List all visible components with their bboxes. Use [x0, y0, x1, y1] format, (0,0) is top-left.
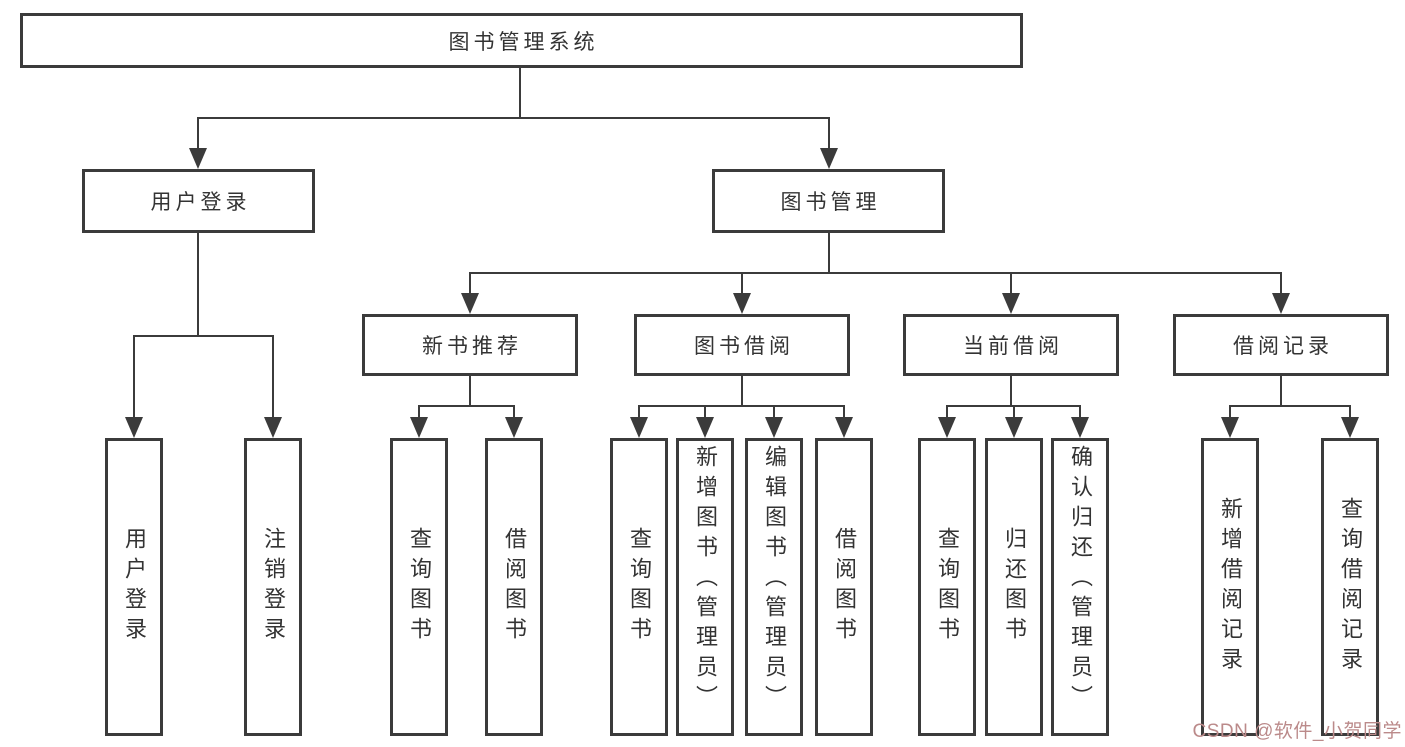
- connector-drop: [418, 405, 420, 419]
- leaf-query-book-recommend: 查询图书: [390, 438, 448, 736]
- leaf-borrow-book: 借阅图书: [815, 438, 873, 736]
- connector-root-stub: [519, 68, 521, 118]
- arrowhead-down-icon: [505, 417, 523, 438]
- arrowhead-down-icon: [630, 417, 648, 438]
- connector-userlogin-bar: [133, 335, 274, 337]
- connector-drop: [1013, 405, 1015, 419]
- node-book-management: 图书管理: [712, 169, 945, 233]
- arrowhead-down-icon: [264, 417, 282, 438]
- node-library-management-system: 图书管理系统: [20, 13, 1023, 68]
- leaf-user-login: 用户登录: [105, 438, 163, 736]
- leaf-label: 借阅图书: [502, 527, 527, 647]
- connector-drop: [133, 335, 135, 420]
- connector-drop: [638, 405, 640, 419]
- leaf-edit-book-admin: 编辑图书（管理员）: [745, 438, 803, 736]
- leaf-add-borrow-record: 新增借阅记录: [1201, 438, 1259, 736]
- arrowhead-down-icon: [1272, 293, 1290, 314]
- connector-drop: [272, 335, 274, 420]
- node-label: 图书管理系统: [448, 30, 599, 54]
- arrowhead-down-icon: [461, 293, 479, 314]
- connector-stub: [1280, 376, 1282, 407]
- arrowhead-down-icon: [189, 148, 207, 169]
- connector-stub: [741, 376, 743, 407]
- leaf-label: 确认归还（管理员）: [1068, 445, 1093, 715]
- connector-drop: [773, 405, 775, 419]
- leaf-label: 用户登录: [122, 527, 147, 647]
- connector-drop: [1010, 272, 1012, 295]
- connector-bar: [1229, 405, 1351, 407]
- leaf-label: 借阅图书: [832, 527, 857, 647]
- node-label: 用户登录: [150, 191, 251, 214]
- leaf-label: 查询图书: [627, 527, 652, 647]
- arrowhead-down-icon: [820, 148, 838, 169]
- leaf-label: 归还图书: [1002, 527, 1027, 647]
- leaf-query-book-borrow: 查询图书: [610, 438, 668, 736]
- connector-level3-bar: [469, 272, 1282, 274]
- leaf-label: 查询图书: [935, 527, 960, 647]
- connector-drop: [1079, 405, 1081, 419]
- arrowhead-down-icon: [1221, 417, 1239, 438]
- leaf-label: 注销登录: [261, 527, 286, 647]
- leaf-add-book-admin: 新增图书（管理员）: [676, 438, 734, 736]
- node-new-book-recommend: 新书推荐: [362, 314, 578, 376]
- connector-drop: [513, 405, 515, 419]
- leaf-query-book-current: 查询图书: [918, 438, 976, 736]
- connector-stub: [1010, 376, 1012, 407]
- connector-bookmgmt-stub: [828, 233, 830, 274]
- leaf-borrow-book-recommend: 借阅图书: [485, 438, 543, 736]
- leaf-query-borrow-record: 查询借阅记录: [1321, 438, 1379, 736]
- arrowhead-down-icon: [1002, 293, 1020, 314]
- connector-drop: [1349, 405, 1351, 419]
- connector-drop: [1229, 405, 1231, 419]
- leaf-label: 查询图书: [407, 527, 432, 647]
- node-label: 当前借阅: [963, 335, 1063, 358]
- node-label: 图书借阅: [694, 335, 794, 358]
- leaf-label: 查询借阅记录: [1338, 497, 1363, 677]
- arrowhead-down-icon: [696, 417, 714, 438]
- connector-drop: [197, 117, 199, 150]
- arrowhead-down-icon: [1071, 417, 1089, 438]
- node-book-borrow: 图书借阅: [634, 314, 850, 376]
- arrowhead-down-icon: [765, 417, 783, 438]
- connector-drop: [828, 117, 830, 150]
- connector-drop: [946, 405, 948, 419]
- leaf-label: 新增图书（管理员）: [693, 445, 718, 715]
- connector-stub: [469, 376, 471, 407]
- connector-bar: [418, 405, 515, 407]
- arrowhead-down-icon: [125, 417, 143, 438]
- leaf-logout: 注销登录: [244, 438, 302, 736]
- node-current-borrow: 当前借阅: [903, 314, 1119, 376]
- arrowhead-down-icon: [835, 417, 853, 438]
- connector-level2-bar: [197, 117, 830, 119]
- node-label: 图书管理: [780, 191, 881, 214]
- leaf-confirm-return-admin: 确认归还（管理员）: [1051, 438, 1109, 736]
- connector-drop: [843, 405, 845, 419]
- leaf-return-book: 归还图书: [985, 438, 1043, 736]
- node-borrow-records: 借阅记录: [1173, 314, 1389, 376]
- leaf-label: 新增借阅记录: [1218, 497, 1243, 677]
- connector-drop: [741, 272, 743, 295]
- arrowhead-down-icon: [410, 417, 428, 438]
- arrowhead-down-icon: [1005, 417, 1023, 438]
- node-label: 借阅记录: [1233, 335, 1333, 358]
- leaf-label: 编辑图书（管理员）: [762, 445, 787, 715]
- connector-bar: [638, 405, 845, 407]
- node-user-login: 用户登录: [82, 169, 315, 233]
- connector-userlogin-stub: [197, 233, 199, 337]
- connector-drop: [469, 272, 471, 295]
- arrowhead-down-icon: [1341, 417, 1359, 438]
- connector-drop: [1280, 272, 1282, 295]
- connector-drop: [704, 405, 706, 419]
- node-label: 新书推荐: [422, 335, 522, 358]
- arrowhead-down-icon: [938, 417, 956, 438]
- arrowhead-down-icon: [733, 293, 751, 314]
- csdn-watermark: CSDN @软件_小贺同学: [1192, 721, 1402, 742]
